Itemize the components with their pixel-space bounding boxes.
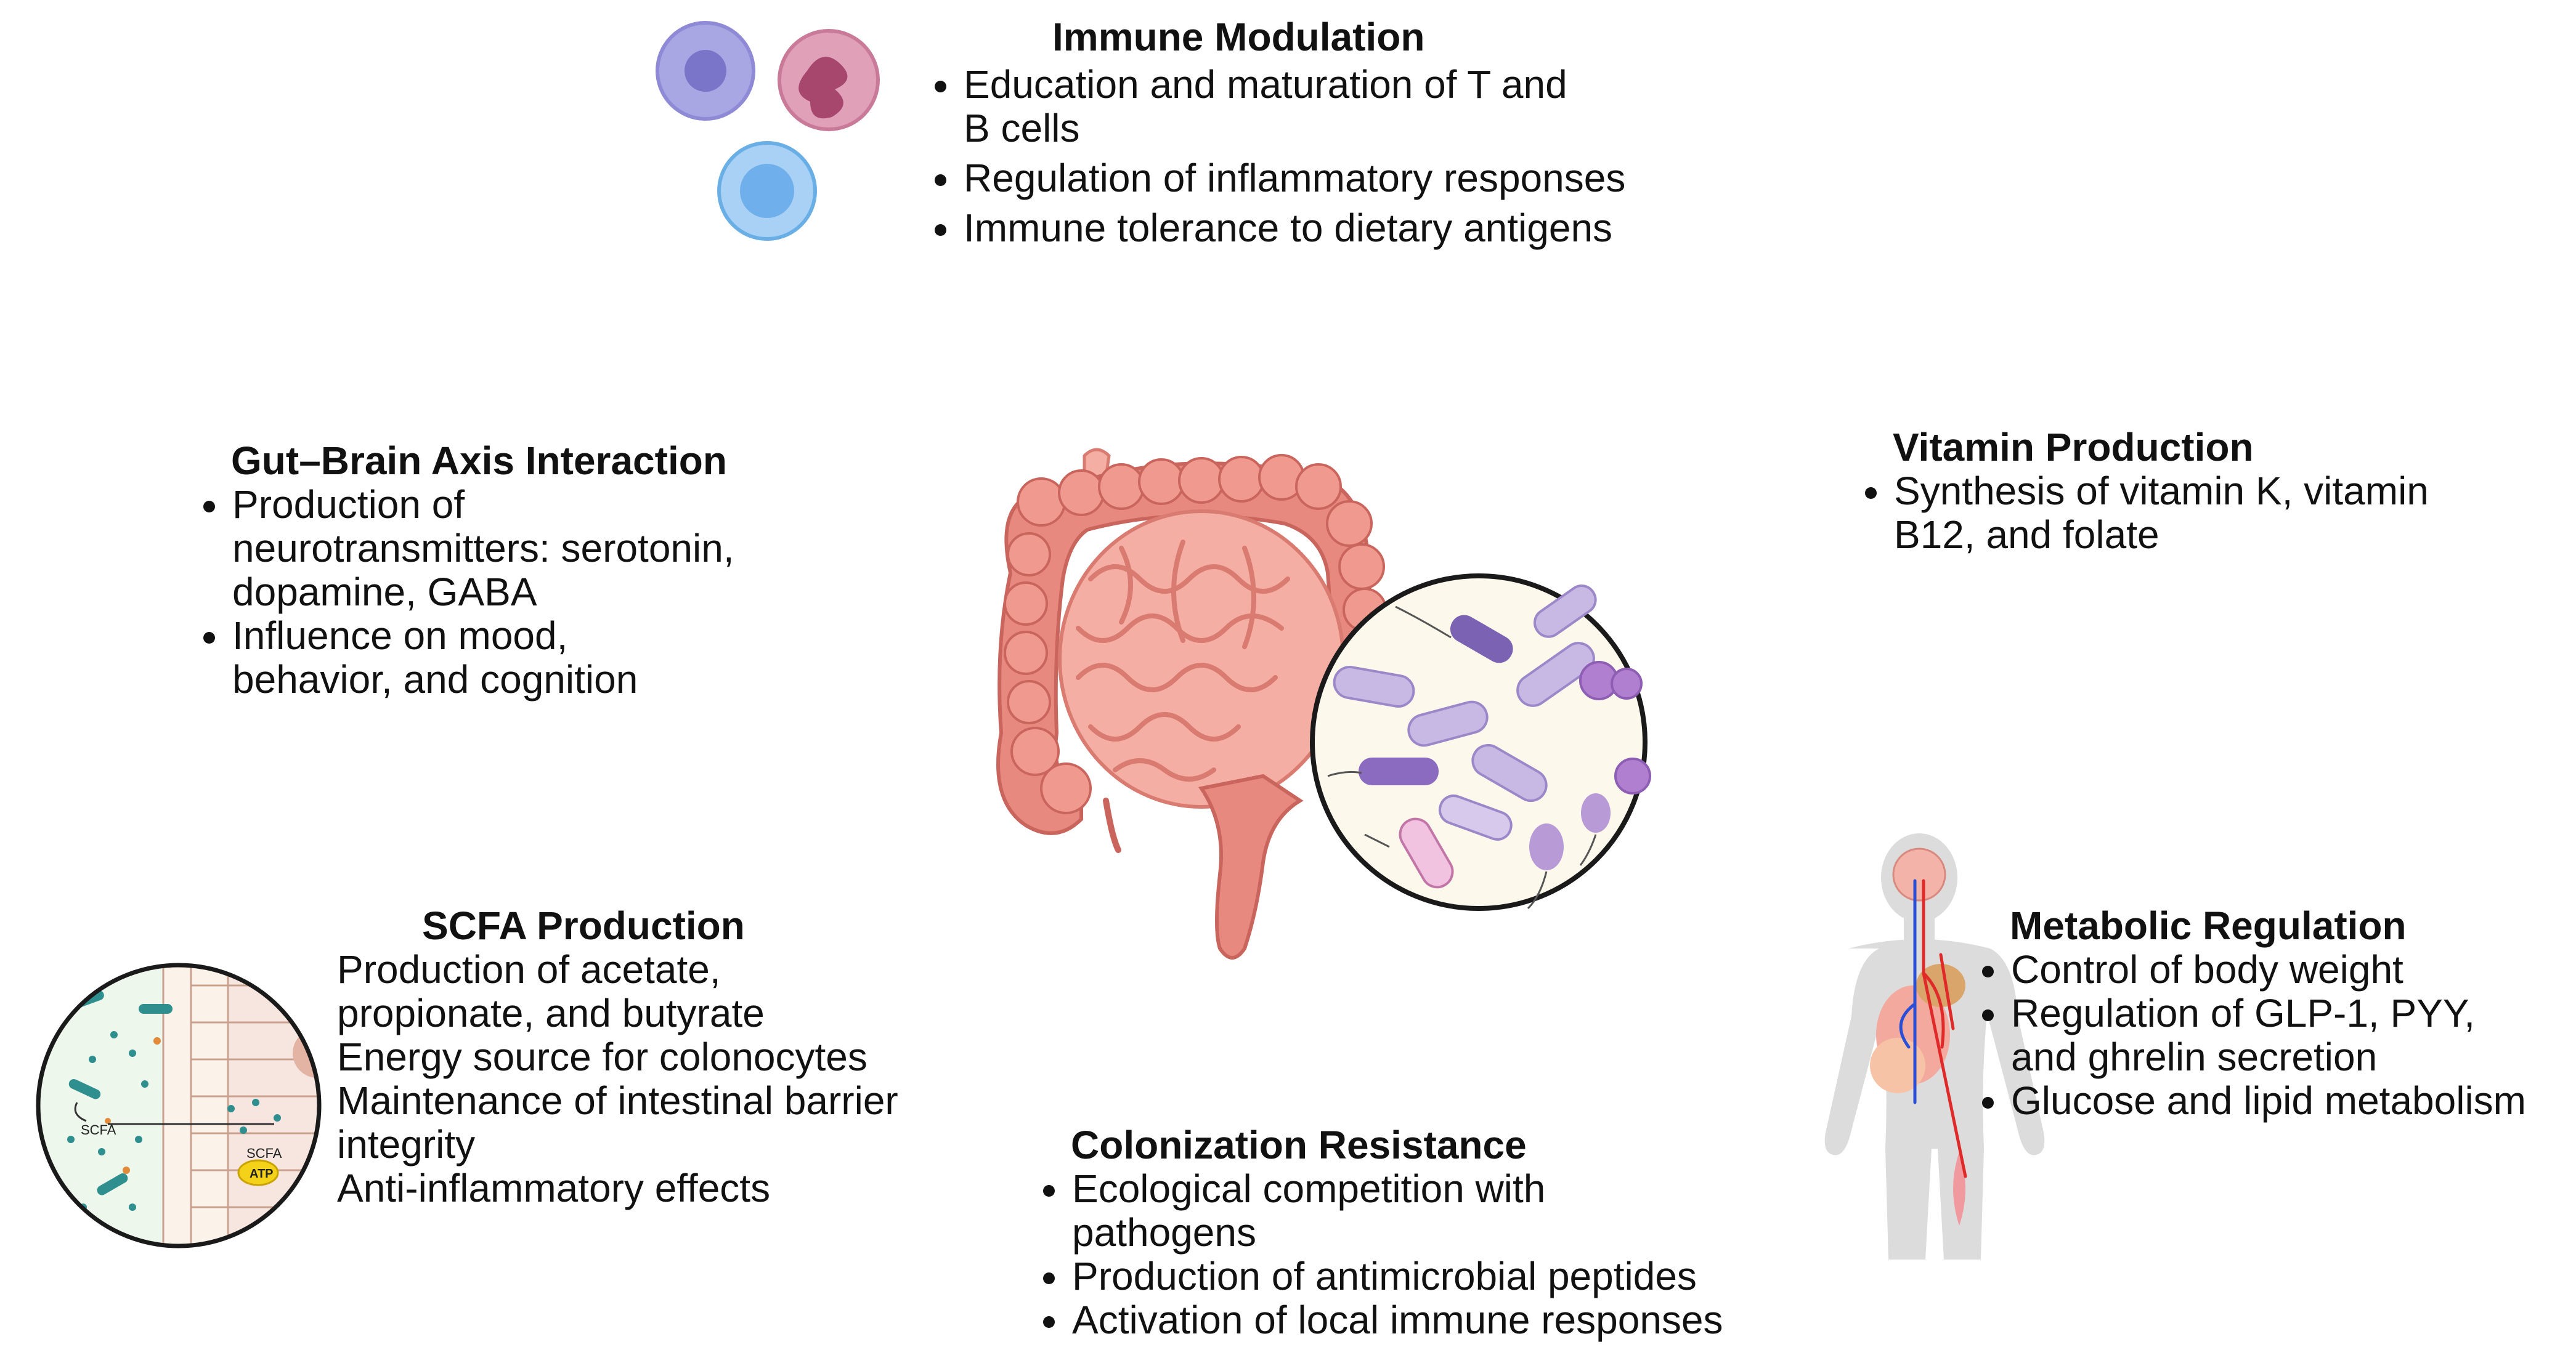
- list-item: Maintenance of intestinal barrier integr…: [337, 1078, 898, 1167]
- vitamin-production-list: Synthesis of vitamin K, vitamin B12, and…: [1855, 469, 2532, 557]
- list-item: Education and maturation of T and B cell…: [962, 63, 1580, 150]
- list-item: Immune tolerance to dietary antigens: [962, 206, 1725, 250]
- immune-modulation-block: Immune Modulation Education and maturati…: [924, 15, 1725, 250]
- metabolic-regulation-list: Control of body weight Regulation of GLP…: [1972, 948, 2569, 1123]
- list-item: Influence on mood, behavior, and cogniti…: [231, 614, 701, 702]
- scfa-left-label: SCFA: [81, 1122, 116, 1138]
- gut-brain-axis-title: Gut–Brain Axis Interaction: [231, 439, 727, 483]
- scfa-right-label: SCFA: [246, 1146, 282, 1161]
- gut-brain-axis-block: Gut–Brain Axis Interaction Production of…: [231, 439, 859, 702]
- vitamin-production-title: Vitamin Production: [1893, 425, 2254, 469]
- gut-brain-axis-list: Production of neurotransmitters: seroton…: [193, 483, 859, 702]
- human-body-icon: [1824, 833, 2045, 1260]
- atp-label: ATP: [250, 1167, 274, 1181]
- microbiota-magnifier-icon: [1310, 573, 1651, 911]
- colonization-resistance-list: Ecological competition with pathogens Pr…: [1033, 1167, 1872, 1342]
- list-item: Ecological competition with pathogens: [1071, 1167, 1688, 1255]
- immune-cells-icon: [656, 21, 880, 241]
- list-item: Glucose and lipid metabolism: [2010, 1079, 2569, 1123]
- colonization-resistance-title: Colonization Resistance: [1071, 1123, 1527, 1167]
- list-item: Activation of local immune responses: [1071, 1298, 1872, 1342]
- list-item: Energy source for colonocytes: [337, 1035, 867, 1079]
- immune-modulation-list: Education and maturation of T and B cell…: [924, 63, 1725, 250]
- scfa-production-list: Production of acetate, propionate, and b…: [336, 948, 1014, 1210]
- metabolic-regulation-title: Metabolic Regulation: [2010, 904, 2407, 948]
- metabolic-regulation-block: Metabolic Regulation Control of body wei…: [1972, 904, 2569, 1123]
- list-item: Regulation of inflammatory responses: [962, 156, 1725, 200]
- list-item: Anti-inflammatory effects: [337, 1166, 771, 1210]
- scfa-production-block: SCFA Production Production of acetate, p…: [336, 904, 1014, 1210]
- intestine-icon: [996, 448, 1387, 960]
- colonization-resistance-block: Colonization Resistance Ecological compe…: [1071, 1123, 1872, 1342]
- vitamin-production-block: Vitamin Production Synthesis of vitamin …: [1855, 425, 2532, 557]
- list-item: Production of acetate, propionate, and b…: [337, 947, 765, 1035]
- list-item: Regulation of GLP-1, PYY, and ghrelin se…: [2010, 992, 2516, 1079]
- scfa-production-title: SCFA Production: [422, 904, 745, 948]
- list-item: Production of neurotransmitters: seroton…: [231, 483, 787, 614]
- immune-modulation-title: Immune Modulation: [1052, 15, 1425, 59]
- list-item: Control of body weight: [2010, 948, 2569, 992]
- list-item: Synthesis of vitamin K, vitamin B12, and…: [1893, 469, 2510, 557]
- list-item: Production of antimicrobial peptides: [1071, 1255, 1872, 1298]
- scfa-colon-icon: SCFA SCFA ATP: [36, 963, 322, 1248]
